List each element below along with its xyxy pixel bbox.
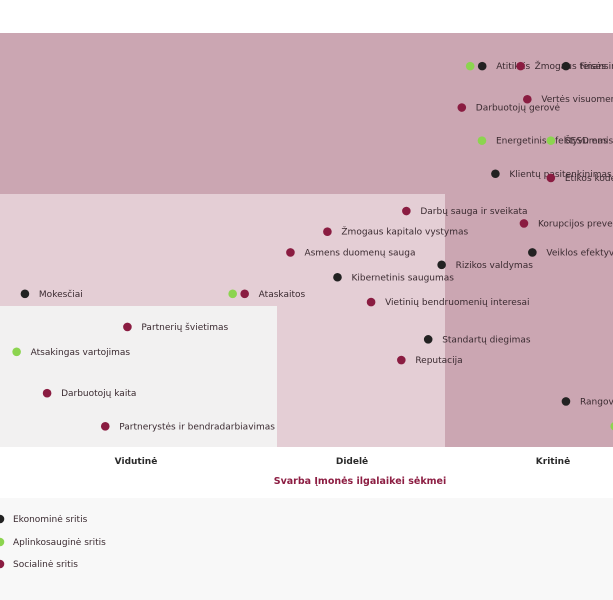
- data-point-dot: [20, 289, 30, 299]
- data-point-dot: [561, 61, 571, 71]
- data-point-dot: [240, 289, 249, 299]
- x-axis-title: Svarba Įmonės ilgalaikei sėkmei: [274, 476, 447, 487]
- data-point-dot: [491, 169, 500, 179]
- data-point-label: Vietinių bendruomenių interesai: [385, 298, 529, 308]
- data-point-label: Darbuotojų kaita: [61, 389, 136, 399]
- data-point-label: Rizikos valdymas: [456, 261, 534, 271]
- data-point: Rizikos valdymas: [437, 260, 534, 271]
- data-point: Veiklos efektyvumas: [528, 248, 613, 258]
- data-point-label: Kibernetinis saugumas: [351, 273, 454, 283]
- data-point-label: Etikos kodeksas: [565, 174, 613, 184]
- data-point: Vietinių bendruomenių interesai: [366, 297, 530, 308]
- legend-dot: [0, 559, 5, 569]
- data-point-dot: [333, 272, 342, 282]
- zone-inner: [0, 306, 277, 447]
- data-point-label: Atitiktis: [496, 62, 530, 72]
- data-point-label: ŠESD emisijos: [565, 135, 613, 147]
- legend-background: [0, 498, 613, 600]
- data-point-label: Partnerių švietimas: [141, 322, 228, 333]
- data-point-dot: [437, 260, 446, 270]
- data-point: Etikos kodeksas: [546, 173, 613, 184]
- x-tick-didele: Didelė: [336, 457, 368, 467]
- data-point-label: Darbų sauga ir sveikata: [420, 207, 527, 217]
- data-point-dot: [397, 355, 406, 365]
- data-point-dot: [100, 422, 110, 431]
- data-point: Atitiktis: [465, 61, 530, 72]
- data-point-label: Veiklos efektyvumas: [546, 248, 613, 258]
- data-point: Klientų pasitenkinimas: [491, 169, 612, 180]
- data-point-dot: [366, 297, 376, 307]
- data-point-dot: [402, 206, 411, 216]
- data-point-label: Korupcijos prevencija: [538, 219, 613, 229]
- data-point-label: Atsakingas vartojimas: [31, 348, 131, 358]
- data-point-label: Finansinis rezultatas: [580, 62, 613, 72]
- data-point-dot: [523, 94, 532, 104]
- data-point-dot: [546, 136, 556, 145]
- data-point-label: Klientų pasitenkinimas: [509, 170, 612, 180]
- data-point: Reputacija: [397, 355, 463, 366]
- data-point-label: Asmens duomenų sauga: [304, 248, 415, 258]
- data-point: Rangovų vertinimas ir patikra: [561, 397, 613, 407]
- legend-label: Socialinė sritis: [13, 560, 78, 570]
- data-point-dot: [228, 289, 237, 299]
- data-point: Ataskaitos: [228, 289, 306, 300]
- data-point-dot: [123, 322, 132, 332]
- data-point-dot: [42, 388, 52, 398]
- data-point: ŠESD emisijos: [546, 135, 613, 147]
- data-point-dot: [12, 347, 21, 357]
- data-point-dot: [465, 61, 475, 71]
- data-point: Rangovų patikra: [610, 422, 613, 431]
- data-point-dot: [323, 227, 332, 237]
- data-point: Žmogaus teisės: [516, 60, 606, 72]
- data-point-dot: [546, 173, 556, 183]
- data-point: Darbuotojų kaita: [42, 388, 136, 399]
- data-point: Partnerystės ir bendradarbiavimas: [100, 422, 275, 432]
- data-point: Standartų diegimas: [423, 335, 531, 345]
- data-point-label: Mokesčiai: [39, 289, 83, 300]
- x-tick-vidutine: Vidutinė: [115, 457, 158, 467]
- data-point: Atsakingas vartojimas: [12, 347, 131, 358]
- data-point-label: Rangovų vertinimas ir patikra: [580, 397, 613, 407]
- data-point: Finansinis rezultatas: [561, 61, 613, 72]
- points-layer: Atitiktis Žmogaus teisėsFinansinis rezult…: [12, 60, 613, 432]
- data-point: Žmogaus kapitalo vystymas: [323, 226, 468, 238]
- legend-dot: [0, 537, 5, 547]
- legend-label: Ekonominė sritis: [13, 515, 88, 525]
- x-tick-kritine: Kritinė: [536, 457, 570, 467]
- data-point-label: Reputacija: [415, 356, 462, 366]
- data-point-label: Partnerystės ir bendradarbiavimas: [119, 422, 275, 432]
- data-point: Kibernetinis saugumas: [333, 272, 454, 283]
- data-point-dot: [528, 248, 537, 257]
- legend-dot: [0, 514, 5, 524]
- data-point-dot: [477, 136, 487, 145]
- data-point-label: Ataskaitos: [259, 290, 306, 300]
- data-point-label: Žmogaus teisės: [535, 60, 607, 72]
- data-point: Partnerių švietimas: [123, 322, 229, 333]
- data-point-label: Žmogaus kapitalo vystymas: [341, 226, 468, 238]
- data-point-label: Vertės visuomenei kūrimas: [541, 95, 613, 105]
- data-point-dot: [286, 248, 295, 257]
- data-point: Asmens duomenų sauga: [286, 248, 415, 258]
- data-point-dot: [519, 219, 529, 228]
- legend-label: Aplinkosauginė sritis: [13, 538, 106, 548]
- data-point-dot: [610, 422, 613, 431]
- data-point-dot: [561, 397, 571, 406]
- data-point: Korupcijos prevencija: [519, 219, 613, 229]
- data-point: Vertės visuomenei kūrimas: [523, 94, 613, 105]
- data-point-label: Standartų diegimas: [442, 335, 531, 345]
- data-point: Darbuotojų gerovė: [457, 103, 561, 114]
- data-point-dot: [477, 61, 487, 71]
- data-point: Darbų sauga ir sveikata: [402, 206, 528, 217]
- data-point-label: Darbuotojų gerovė: [476, 104, 561, 114]
- data-point-dot: [423, 335, 433, 344]
- data-point-dot: [516, 61, 525, 71]
- data-point-dot: [457, 103, 467, 112]
- data-point: Mokesčiai: [20, 289, 83, 300]
